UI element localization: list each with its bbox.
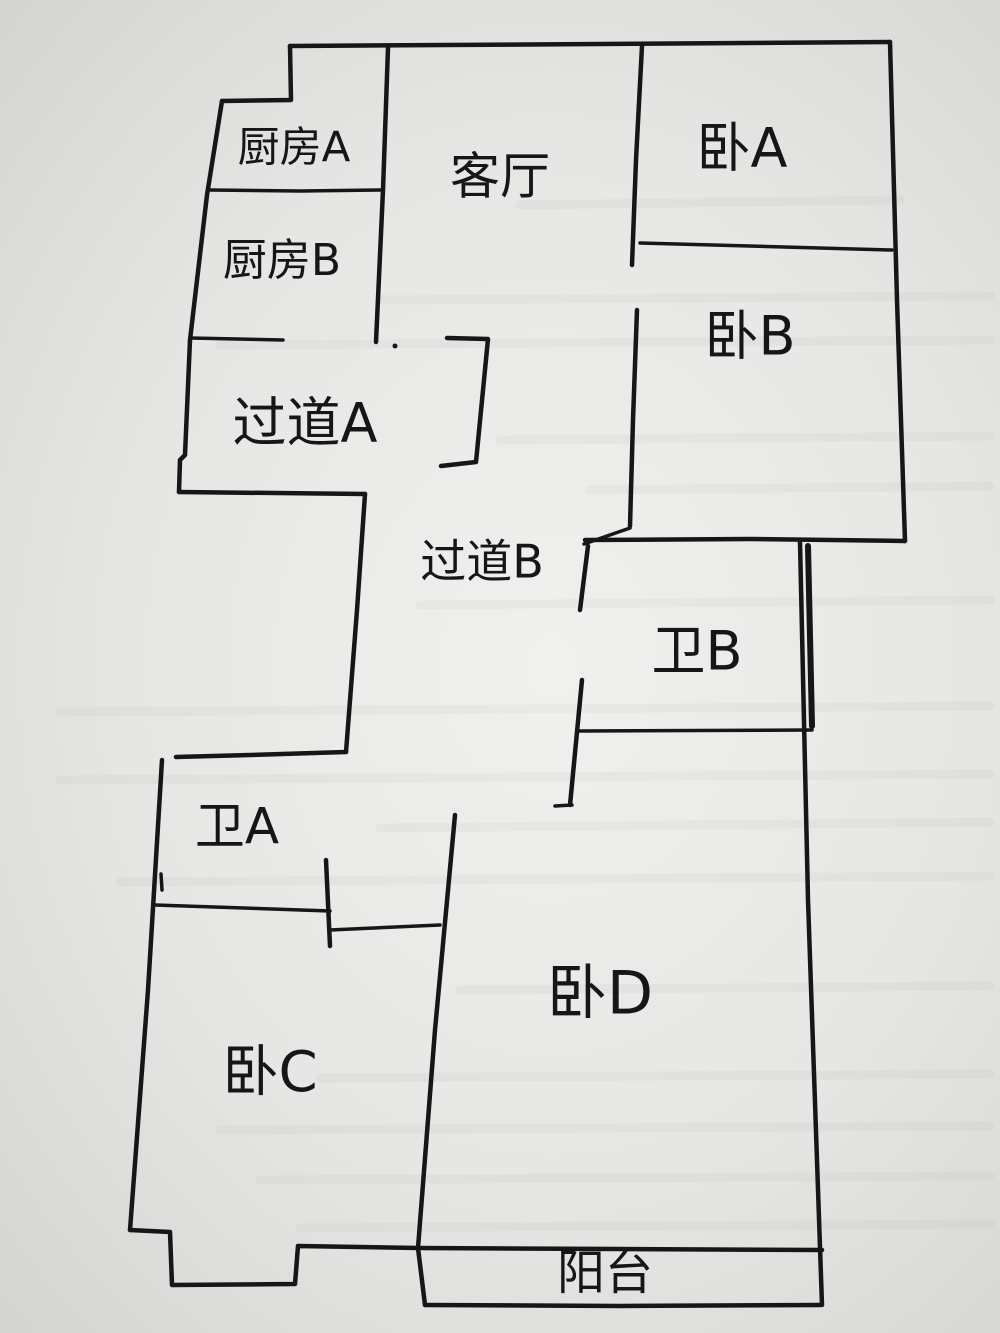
kitchen-b-bottom-wall bbox=[188, 336, 285, 342]
label-bedroom-c: 卧C bbox=[222, 1040, 317, 1105]
outer-top-wall bbox=[287, 39, 893, 49]
bathroom-b-foot bbox=[553, 803, 574, 808]
passage-b-left-wall bbox=[343, 491, 368, 755]
label-bathroom-a: 卫A bbox=[195, 798, 279, 856]
label-living-room: 客厅 bbox=[450, 148, 550, 206]
label-bedroom-d: 卧D bbox=[547, 959, 653, 1029]
bedroom-d-right-wall bbox=[797, 539, 825, 1308]
bathroom-a-partition bbox=[323, 857, 333, 949]
bedroom-b-corner-link bbox=[582, 526, 632, 546]
bedroom-d-left-wall bbox=[415, 812, 458, 1308]
kitchen-top-notch bbox=[219, 43, 294, 104]
bathroom-a-tick bbox=[159, 872, 164, 892]
label-kitchen-b: 厨房B bbox=[223, 235, 341, 286]
label-bathroom-b: 卫B bbox=[651, 620, 742, 683]
bedroom-a-bedroom-b-divider bbox=[638, 241, 894, 252]
bathroom-b-right-wall bbox=[805, 543, 815, 729]
kitchen-right-wall bbox=[373, 45, 391, 345]
label-kitchen-a: 厨房A bbox=[238, 123, 351, 172]
bleed-through-texture bbox=[55, 195, 995, 1233]
kitchen-left-wall bbox=[176, 98, 225, 495]
label-bedroom-b: 卧B bbox=[704, 305, 795, 368]
bedroom-b-left-wall bbox=[627, 307, 640, 529]
passage-a-bottom-wall bbox=[176, 489, 368, 497]
pen-dot bbox=[392, 343, 398, 349]
label-balcony: 阳台 bbox=[557, 1245, 653, 1301]
bathroom-b-left-upper-wall bbox=[577, 543, 591, 613]
room-labels: 厨房A 厨房B 客厅 卧A 卧B 过道A 过道B 卫B 卫A 卧D 卧C 阳台 bbox=[195, 117, 796, 1301]
walls bbox=[127, 39, 908, 1309]
kitchen-divider bbox=[208, 188, 382, 193]
passage-a-door-bracket bbox=[438, 335, 491, 469]
label-passage-a: 过道A bbox=[233, 392, 378, 455]
bathroom-a-divider bbox=[153, 903, 332, 913]
outer-right-wall bbox=[887, 39, 908, 544]
label-bedroom-a: 卧A bbox=[697, 117, 788, 180]
bedroom-c-bottom-wall bbox=[127, 1227, 421, 1288]
bedroom-c-left-wall bbox=[127, 757, 165, 1233]
balcony-bottom-wall bbox=[422, 1302, 823, 1309]
label-passage-b: 过道B bbox=[420, 535, 544, 589]
balcony-top-wall bbox=[415, 1245, 825, 1253]
bathroom-a-door-line bbox=[328, 923, 442, 932]
bathroom-b-left-lower-wall bbox=[567, 677, 585, 808]
bedroom-b-bottom-wall bbox=[582, 536, 908, 544]
living-room-bedroom-a-wall bbox=[629, 43, 645, 268]
bathroom-a-top-wall bbox=[173, 749, 349, 760]
bathroom-b-bottom-wall bbox=[578, 728, 814, 733]
